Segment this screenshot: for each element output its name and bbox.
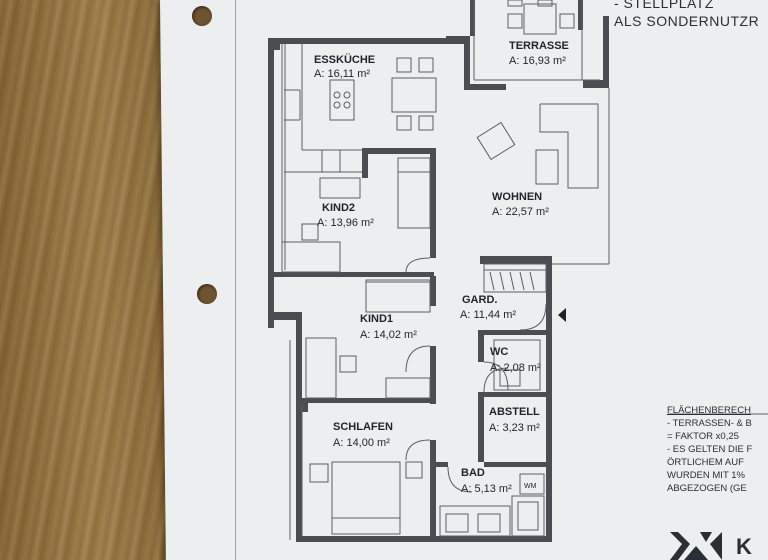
punch-hole-top bbox=[192, 6, 212, 26]
margin-line bbox=[235, 0, 236, 560]
room-area-garderobe: A: 11,44 m² bbox=[460, 309, 517, 321]
room-name-kind2: KIND2 bbox=[322, 202, 356, 214]
room-area-esskueche: A: 16,11 m² bbox=[314, 68, 371, 80]
entrance-arrow-icon bbox=[558, 308, 566, 322]
legend-heading: FLÄCHENBERECH bbox=[667, 405, 751, 416]
logo-mark-icon bbox=[670, 532, 722, 560]
room-area-wc: A: 2,08 m² bbox=[490, 362, 541, 374]
punch-hole-middle bbox=[197, 284, 217, 304]
room-name-esskueche: ESSKÜCHE bbox=[314, 54, 376, 66]
room-name-wc: WC bbox=[490, 346, 509, 358]
room-name-abstell: ABSTELL bbox=[489, 406, 540, 418]
walls bbox=[268, 0, 609, 542]
company-logo: K bbox=[670, 532, 768, 560]
room-name-schlafen: SCHLAFEN bbox=[333, 421, 393, 433]
area-calculation-legend: FLÄCHENBERECH - TERRASSEN- & B = FAKTOR … bbox=[667, 404, 752, 495]
room-area-bad: A: 5,13 m² bbox=[461, 483, 512, 495]
legend-line: = FAKTOR x0,25 bbox=[667, 431, 739, 442]
room-name-kind1: KIND1 bbox=[360, 313, 394, 325]
legend-line: ABGEZOGEN (GE bbox=[667, 483, 747, 494]
legend-line: - TERRASSEN- & B bbox=[667, 418, 752, 429]
room-area-schlafen: A: 14,00 m² bbox=[333, 437, 390, 449]
legend-line: ÖRTLICHEM AUF bbox=[667, 457, 744, 468]
logo-letter: K bbox=[736, 534, 752, 559]
room-name-garderobe: GARD. bbox=[462, 294, 498, 306]
legend-line: WURDEN MIT 1% bbox=[667, 470, 745, 481]
room-name-bad: BAD bbox=[461, 467, 485, 479]
room-area-terrasse: A: 16,93 m² bbox=[509, 55, 566, 67]
top-note: - STELLPLATZ ALS SONDERNUTZR bbox=[614, 0, 759, 30]
top-note-line-1: - STELLPLATZ bbox=[614, 0, 714, 11]
room-area-abstell: A: 3,23 m² bbox=[489, 422, 540, 434]
washing-machine-label: WM bbox=[524, 483, 537, 490]
top-note-line-2: ALS SONDERNUTZR bbox=[614, 13, 760, 29]
room-area-wohnen: A: 22,57 m² bbox=[492, 206, 549, 218]
thin-lines bbox=[281, 0, 768, 540]
room-area-kind2: A: 13,96 m² bbox=[317, 217, 374, 229]
legend-line: - ES GELTEN DIE F bbox=[667, 444, 753, 455]
room-name-terrasse: TERRASSE bbox=[509, 40, 569, 52]
room-name-wohnen: WOHNEN bbox=[492, 191, 543, 203]
room-area-kind1: A: 14,02 m² bbox=[360, 329, 417, 341]
